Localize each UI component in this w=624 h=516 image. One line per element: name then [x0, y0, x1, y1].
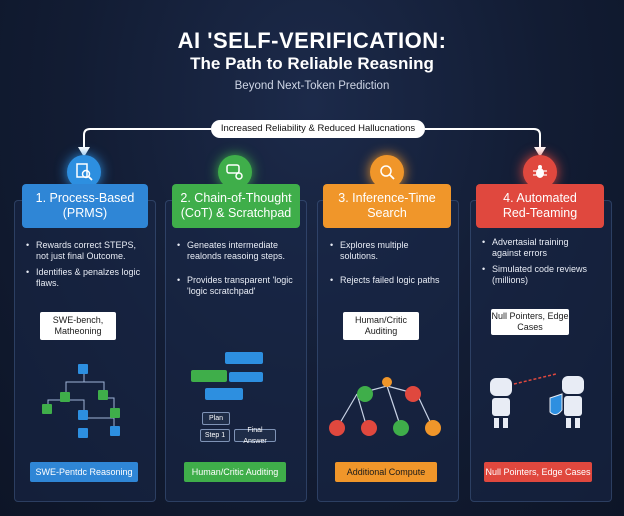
red-team-robots	[490, 373, 584, 428]
bottom-tag-red-teaming: Null Pointers, Edge Cases	[484, 462, 592, 482]
step-check-box	[78, 410, 88, 420]
step-check-box	[78, 364, 88, 374]
header-line2: Red-Teaming	[502, 206, 578, 220]
step-check-box	[78, 428, 88, 438]
step-check-box	[110, 408, 120, 418]
step-check-box	[60, 392, 70, 402]
header-chain-of-thought: 2. Chain-of-Thought(CoT) & Scratchpad	[172, 184, 300, 228]
header-line1: 4. Automated	[503, 191, 577, 205]
bullet: Provides transparent 'logic 'logic scrat…	[177, 275, 301, 296]
bug-icon	[523, 155, 557, 189]
search-tree-diagram	[329, 377, 441, 436]
bullet: Rewards correct STEPS, not just final Ou…	[26, 240, 144, 261]
failed-node	[329, 420, 345, 436]
bullets-red-teaming: Advertasial training against errors Simu…	[482, 237, 600, 291]
header-line2: (CoT) & Scratchpad	[180, 206, 292, 220]
header-line1: 2. Chain-of-Thought	[180, 191, 292, 205]
chat-bubbles-diagram	[191, 352, 263, 400]
bottom-tag-inference-search: Additional Compute	[335, 462, 437, 482]
header-process-based: 1. Process-Based(PRMS)	[22, 184, 148, 228]
failed-node	[361, 420, 377, 436]
step-check-box	[42, 404, 52, 414]
diagram-label-plan: Plan	[202, 412, 230, 425]
main-title: AI 'SELF-VERIFICATION:	[177, 28, 447, 53]
success-node	[425, 420, 441, 436]
tag-red-teaming: Null Pointers, Edge Cases	[491, 309, 569, 335]
bullet: Advertasial training against errors	[482, 237, 600, 258]
tag-process-based: SWE-bench, Matheoning	[40, 312, 116, 340]
bullets-chain-of-thought: Geneates intermediate realonds reasoing …	[177, 240, 301, 302]
subtitle: The Path to Reliable Reasning	[190, 54, 434, 73]
diagram-label-step1: Step 1	[200, 429, 230, 442]
step-check-box	[110, 426, 120, 436]
bullet: Simulated code reviews (millions)	[482, 264, 600, 285]
header-line1: 1. Process-Based	[35, 191, 135, 205]
failed-node	[405, 386, 421, 402]
bottom-tag-process-based: SWE-Pentdc Reasoning	[30, 462, 138, 482]
top-arrow-connector	[78, 128, 546, 157]
bullet: Identifies & penalzes logic flaws.	[26, 267, 144, 288]
reliability-banner: Increased Reliability & Reduced Hallucna…	[211, 120, 425, 138]
bullets-process-based: Rewards correct STEPS, not just final Ou…	[26, 240, 144, 294]
chat-bubble	[225, 352, 263, 364]
chat-bubble	[229, 372, 263, 382]
success-node	[357, 386, 373, 402]
magnifier-document-icon	[67, 155, 101, 189]
bullet: Explores multiple solutions.	[330, 240, 448, 261]
success-node	[382, 377, 392, 387]
chat-bubble	[205, 388, 243, 400]
process-steps-diagram	[42, 364, 120, 438]
search-bulb-icon	[370, 155, 404, 189]
chat-bubble	[191, 370, 227, 382]
diagram-label-final-answer: Final Answer	[234, 427, 276, 445]
bullet: Geneates intermediate realonds reasoing …	[177, 240, 301, 261]
step-check-box	[98, 390, 108, 400]
tagline: Beyond Next-Token Prediction	[234, 80, 390, 92]
header-line2: Search	[367, 206, 407, 220]
bullet: Rejects failed logic paths	[330, 275, 448, 286]
header-line2: (PRMS)	[62, 206, 108, 220]
tag-inference-search: Human/Critic Auditing	[343, 312, 419, 340]
bullets-inference-search: Explores multiple solutions. Rejects fai…	[330, 240, 448, 292]
chat-gear-icon	[218, 155, 252, 189]
header-line1: 3. Inference-Time	[338, 191, 436, 205]
success-node	[393, 420, 409, 436]
bottom-tag-chain-of-thought: Human/Critic Auditing	[184, 462, 286, 482]
